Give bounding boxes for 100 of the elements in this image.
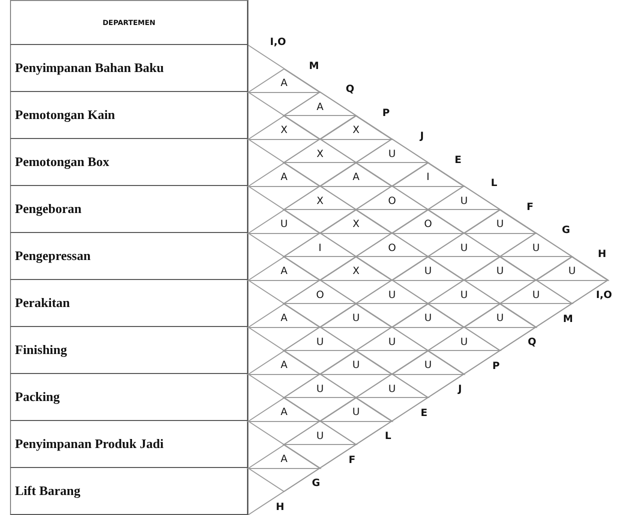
- relationship-diamond: [356, 327, 428, 350]
- rating-letter: U: [316, 336, 324, 348]
- rating-letter: U: [532, 290, 540, 302]
- relationship-diamond: [320, 304, 392, 327]
- rating-letter: U: [496, 266, 504, 278]
- table-cell: [10, 280, 248, 327]
- relationship-diamond: [248, 68, 320, 92]
- relationship-diamond: [284, 327, 356, 350]
- relationship-diamond: [284, 186, 356, 210]
- relationship-diamond: [392, 256, 464, 280]
- relationship-diamond: [464, 304, 536, 327]
- rating-letter: I: [318, 242, 322, 254]
- reason-code: H: [598, 248, 606, 260]
- reason-code: F: [526, 202, 534, 214]
- reason-code: F: [348, 454, 356, 466]
- relationship-diamond: [284, 139, 356, 162]
- rating-letter: A: [280, 407, 288, 419]
- table-cell: [10, 374, 248, 421]
- rating-letter: U: [424, 313, 432, 325]
- relationship-diamond: [464, 210, 536, 233]
- relationship-diamond: [284, 421, 356, 444]
- relationship-diamond: [356, 233, 428, 256]
- rating-letter: A: [316, 102, 324, 114]
- relationship-diamond: [284, 374, 356, 398]
- rating-letter: A: [280, 78, 288, 90]
- rating-letter: A: [352, 172, 360, 184]
- rating-letter: O: [388, 242, 396, 254]
- rating-letter: X: [352, 219, 360, 231]
- relationship-diamond: [428, 280, 500, 304]
- rating-letter: U: [352, 407, 360, 419]
- relationship-diamond: [320, 210, 392, 233]
- relationship-diamond: [320, 162, 392, 186]
- rating-letter: I: [426, 172, 430, 184]
- reason-code: J: [420, 131, 424, 143]
- rating-letter: A: [280, 454, 288, 466]
- rating-letter: U: [316, 384, 324, 396]
- reason-code: M: [309, 60, 319, 72]
- department-name: Pengepressan: [14, 248, 91, 264]
- department-name: Penyimpanan Bahan Baku: [14, 60, 164, 76]
- relationship-diamond: [320, 116, 392, 139]
- relationship-diamond: [284, 92, 356, 116]
- relationship-diamond: [536, 256, 608, 280]
- header-cell: [10, 0, 248, 45]
- rating-letter: A: [280, 360, 288, 372]
- table-cell: [10, 421, 248, 468]
- rating-letter: O: [424, 219, 432, 231]
- rating-letter: U: [388, 384, 396, 396]
- relationship-diamond: [392, 304, 464, 327]
- rating-letter: X: [316, 148, 324, 160]
- reason-code: G: [562, 225, 570, 237]
- rating-letter: O: [388, 196, 396, 208]
- relationship-diamond: [356, 280, 428, 304]
- relationship-diamond: [248, 444, 320, 468]
- department-name: Penyimpanan Produk Jadi: [14, 436, 164, 452]
- rating-letter: X: [280, 125, 288, 137]
- reason-code: P: [492, 360, 500, 372]
- relationship-diamond: [428, 186, 500, 210]
- rating-letter: U: [388, 336, 396, 348]
- reason-code: Q: [528, 337, 536, 349]
- relationship-diamond: [284, 280, 356, 304]
- department-name: Packing: [14, 389, 60, 405]
- department-name: Pemotongan Box: [14, 154, 110, 170]
- table-cell: [10, 468, 248, 515]
- rating-letter: X: [352, 125, 360, 137]
- relationship-diamond: [392, 162, 464, 186]
- relationship-diamond: [284, 233, 356, 256]
- department-name: Finishing: [14, 342, 68, 358]
- relationship-diamond: [428, 233, 500, 256]
- relationship-diamond: [248, 398, 320, 421]
- department-name: Perakitan: [14, 295, 70, 311]
- reason-code: Q: [346, 84, 354, 96]
- reason-code: E: [420, 408, 428, 420]
- relationship-diamond: [392, 210, 464, 233]
- department-name: Lift Barang: [14, 483, 80, 499]
- relationship-diamond: [320, 398, 392, 421]
- relationship-diamond: [464, 256, 536, 280]
- relationship-diamond: [248, 210, 320, 233]
- rating-letter: A: [280, 313, 288, 325]
- table-cell: [10, 139, 248, 186]
- rating-letter: U: [424, 266, 432, 278]
- relationship-diamond: [320, 256, 392, 280]
- rating-letter: X: [352, 266, 360, 278]
- rating-letter: U: [460, 290, 468, 302]
- relationship-diamond: [356, 186, 428, 210]
- rating-letter: O: [316, 290, 324, 302]
- relationship-diamond: [248, 256, 320, 280]
- table-cell: [10, 233, 248, 280]
- rating-letter: U: [352, 313, 360, 325]
- relationship-diamond: [428, 327, 500, 350]
- table-cell: [10, 45, 248, 92]
- rating-letter: U: [496, 219, 504, 231]
- relationship-diamond: [500, 280, 572, 304]
- table-cell: [10, 327, 248, 374]
- rating-letter: U: [388, 148, 396, 160]
- relationship-diamond: [356, 374, 428, 398]
- reason-code: P: [382, 108, 390, 120]
- relationship-diamond: [248, 350, 320, 374]
- relationship-diamond: [320, 350, 392, 374]
- reason-code: J: [458, 384, 462, 396]
- rating-letter: U: [460, 196, 468, 208]
